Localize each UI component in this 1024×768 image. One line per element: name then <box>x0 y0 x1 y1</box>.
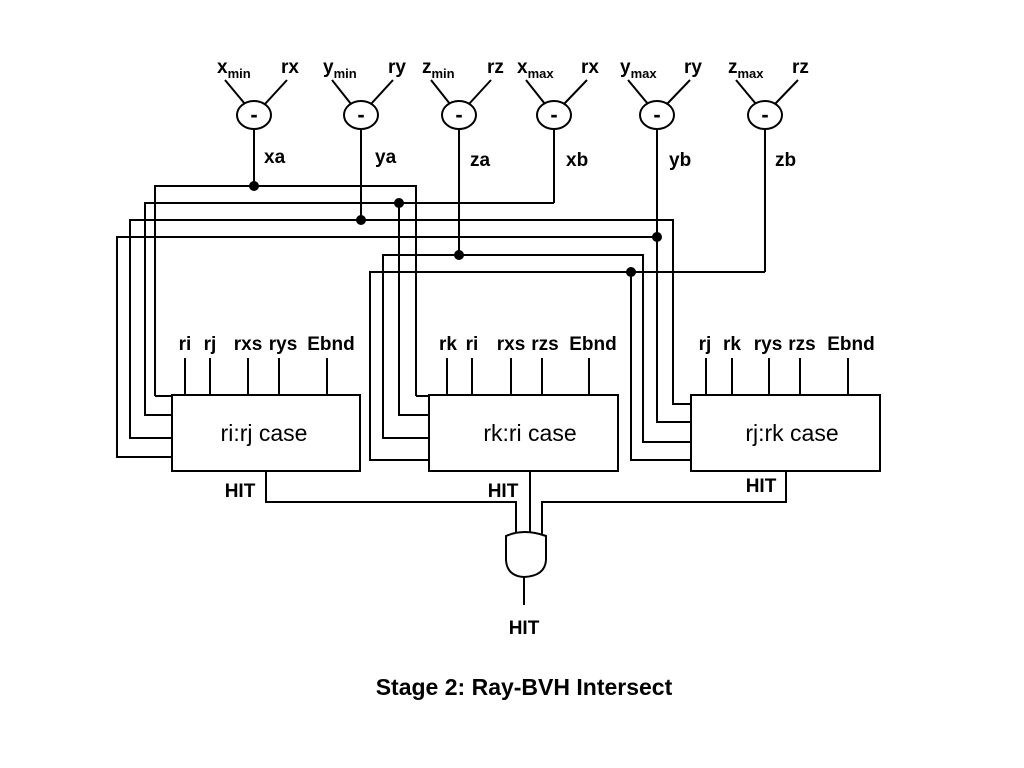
svg-text:-: - <box>455 102 462 127</box>
hit-label: HIT <box>746 476 777 497</box>
sub1-input-a: ymin <box>323 57 357 81</box>
diagram-title: Stage 2: Ray-BVH Intersect <box>376 674 673 700</box>
sub5-input-a: zmax <box>728 57 764 81</box>
input-label: rys <box>754 334 783 355</box>
sub3-input-b: rx <box>581 57 599 78</box>
subtractor-0: - <box>236 100 272 130</box>
sub5-output-label: zb <box>775 150 796 171</box>
input-label: rk <box>723 334 741 355</box>
subtractor-input-wires <box>224 79 799 105</box>
input-label: rj <box>699 334 712 355</box>
subtractor-3: - <box>536 100 572 130</box>
case-block-label: ri:rj case <box>221 420 308 446</box>
hit-label: HIT <box>225 481 256 502</box>
case-block-ri-rj: ri:rj case ri rj rxs rys Ebnd HIT <box>171 334 361 502</box>
case-block-label: rk:ri case <box>483 420 576 446</box>
sub4-input-a: ymax <box>620 57 657 81</box>
sub4-output-label: yb <box>669 150 691 171</box>
bus-wires <box>116 129 766 461</box>
sub2-input-a: zmin <box>422 57 455 81</box>
input-label: rzs <box>531 334 558 355</box>
sub3-input-a: xmax <box>517 57 554 81</box>
subtractor-2: - <box>441 100 477 130</box>
subtractor-5: - <box>747 100 783 130</box>
sub2-input-b: rz <box>487 57 504 78</box>
hit-wires <box>265 471 787 605</box>
svg-text:-: - <box>761 102 768 127</box>
input-label: rj <box>204 334 217 355</box>
svg-text:-: - <box>357 102 364 127</box>
hit-label: HIT <box>488 481 519 502</box>
input-label: rxs <box>234 334 263 355</box>
sub1-input-b: ry <box>388 57 406 78</box>
sub1-output-label: ya <box>375 147 397 168</box>
input-label: rk <box>439 334 457 355</box>
subtractor-1: - <box>343 100 379 130</box>
sub0-input-b: rx <box>281 57 299 78</box>
sub5-input-b: rz <box>792 57 809 78</box>
input-label: Ebnd <box>307 334 355 355</box>
or-gate <box>505 531 547 579</box>
subtractor-4: - <box>639 100 675 130</box>
sub3-output-label: xb <box>566 150 588 171</box>
input-label: rzs <box>788 334 815 355</box>
sub4-input-b: ry <box>684 57 702 78</box>
sub0-input-a: xmin <box>217 57 251 81</box>
case-block-rj-rk: rj:rk case rj rk rys rzs Ebnd HIT <box>690 334 881 497</box>
input-label: rys <box>269 334 298 355</box>
final-hit-label: HIT <box>509 618 540 639</box>
case-block-rk-ri: rk:ri case rk ri rxs rzs Ebnd HIT <box>428 334 619 502</box>
sub0-output-label: xa <box>264 147 286 168</box>
input-label: rxs <box>497 334 526 355</box>
sub2-output-label: za <box>470 150 491 171</box>
input-label: ri <box>179 334 192 355</box>
svg-text:-: - <box>550 102 557 127</box>
input-label: ri <box>466 334 479 355</box>
svg-text:-: - <box>250 102 257 127</box>
case-block-label: rj:rk case <box>745 420 838 446</box>
svg-text:-: - <box>653 102 660 127</box>
input-label: Ebnd <box>827 334 875 355</box>
input-label: Ebnd <box>569 334 617 355</box>
